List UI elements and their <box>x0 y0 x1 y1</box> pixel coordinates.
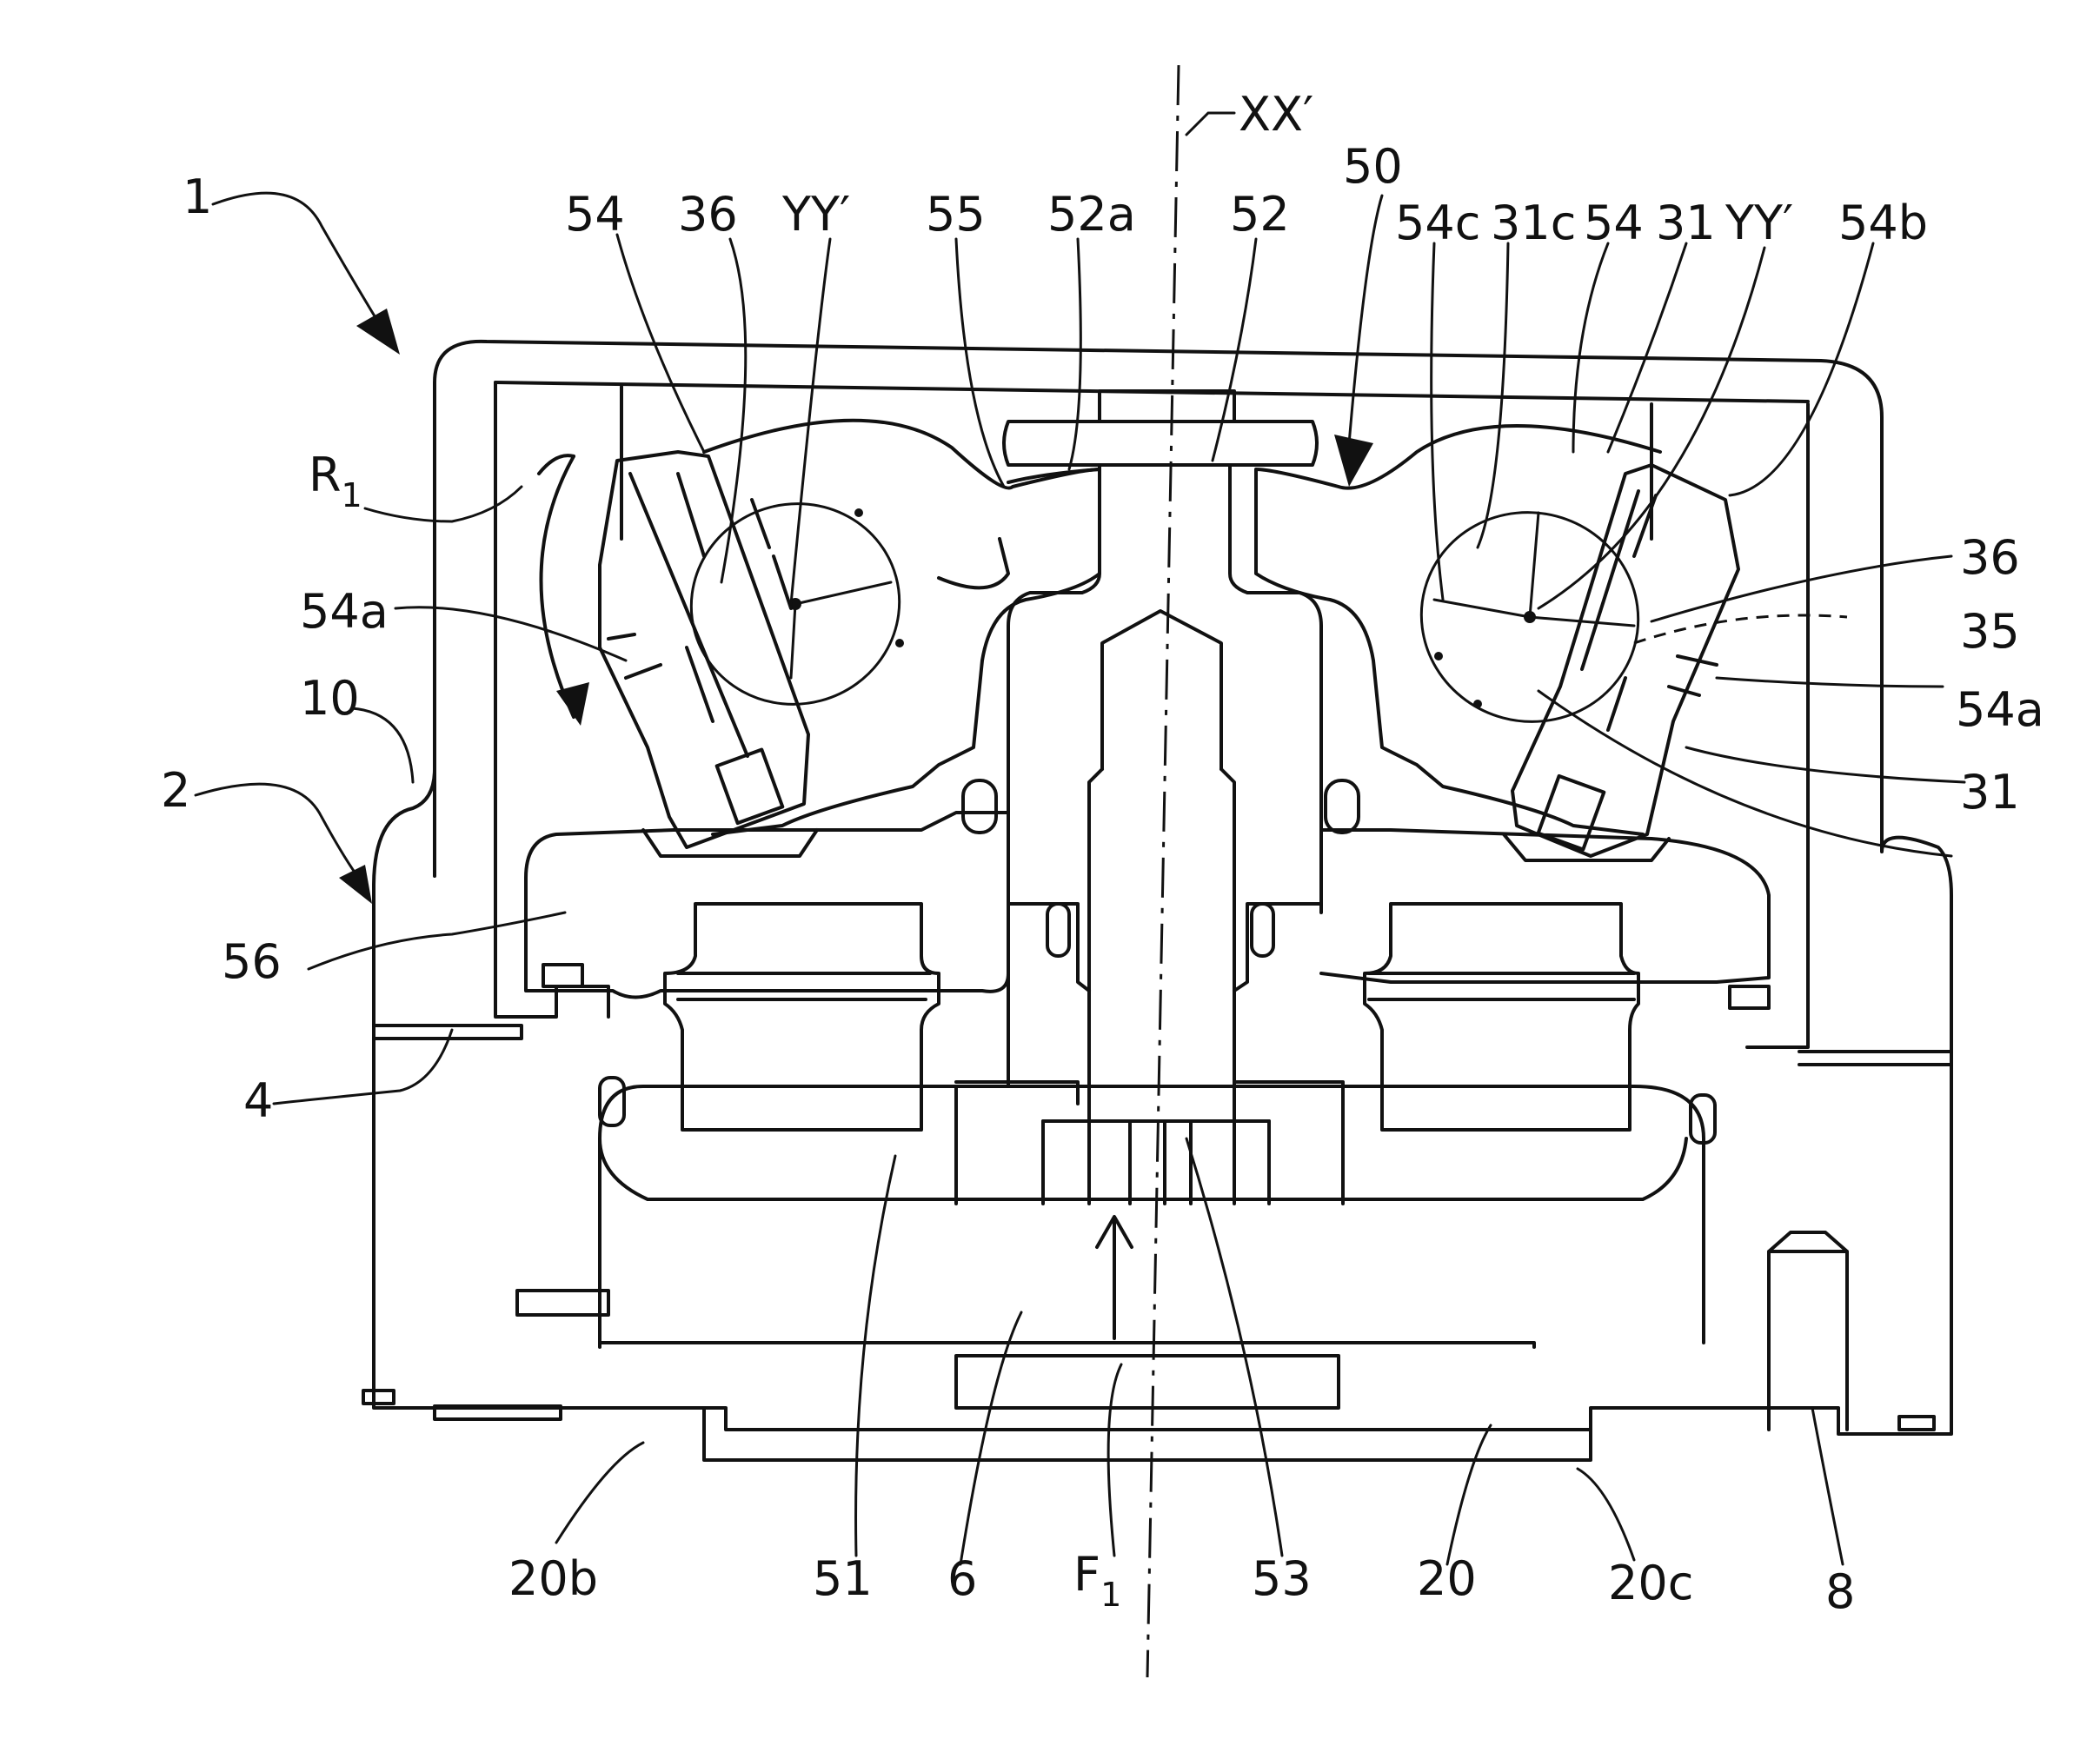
label-6: 6 <box>947 1551 977 1606</box>
dashed-line-35 <box>1634 615 1847 643</box>
label-52a: 52a <box>1047 187 1136 242</box>
label-1: 1 <box>183 169 212 224</box>
label-f1: F1 <box>1073 1547 1121 1614</box>
label-20c: 20c <box>1608 1556 1693 1610</box>
label-55: 55 <box>926 187 986 242</box>
axis-xx <box>1147 65 1179 1677</box>
label-52: 52 <box>1230 187 1290 242</box>
label-54-right: 54 <box>1584 196 1644 250</box>
label-54a-left: 54a <box>300 584 389 639</box>
rocker-arm-left-54 <box>668 421 1100 834</box>
label-20: 20 <box>1417 1551 1477 1606</box>
leader-lines <box>274 113 1964 1564</box>
force-arrow-f1 <box>1097 1217 1132 1338</box>
reference-arrows <box>196 193 1382 904</box>
label-36-left: 36 <box>678 187 738 242</box>
label-54a-right: 54a <box>1956 682 2044 737</box>
rod-53 <box>956 611 1343 1204</box>
label-53: 53 <box>1252 1551 1312 1606</box>
label-50: 50 <box>1343 139 1403 194</box>
plate-56 <box>526 813 1769 1008</box>
bottom-plate-20 <box>363 1343 1934 1460</box>
label-yy-left: YY′ <box>781 187 850 242</box>
spring-left <box>665 904 939 1130</box>
shaft-52 <box>1004 391 1321 1086</box>
label-yy-right: YY′ <box>1725 196 1793 250</box>
label-36-right: 36 <box>1960 530 2020 585</box>
label-xx: XX′ <box>1239 87 1313 142</box>
label-4: 4 <box>243 1073 273 1128</box>
label-2: 2 <box>161 763 190 818</box>
label-31-top: 31 <box>1656 196 1716 250</box>
rotation-arrow-r1 <box>539 455 589 726</box>
spring-right <box>1365 904 1638 1130</box>
label-54-left: 54 <box>565 187 625 242</box>
rocker-arm-right-54 <box>1256 426 1662 834</box>
label-31c: 31c <box>1491 196 1576 250</box>
label-r1: R1 <box>309 448 362 514</box>
piston-6 <box>517 1086 1704 1343</box>
label-54c: 54c <box>1395 196 1480 250</box>
cam-left-36 <box>600 452 808 847</box>
label-20b: 20b <box>508 1551 598 1606</box>
pin-8 <box>1769 1232 1847 1430</box>
label-10: 10 <box>300 671 360 726</box>
label-35: 35 <box>1960 604 2020 659</box>
label-31-right: 31 <box>1960 765 2020 820</box>
label-56: 56 <box>222 934 282 989</box>
label-8: 8 <box>1825 1564 1855 1619</box>
cam-right-36 <box>1512 465 1738 856</box>
label-54b: 54b <box>1838 196 1928 250</box>
label-51: 51 <box>813 1551 873 1606</box>
